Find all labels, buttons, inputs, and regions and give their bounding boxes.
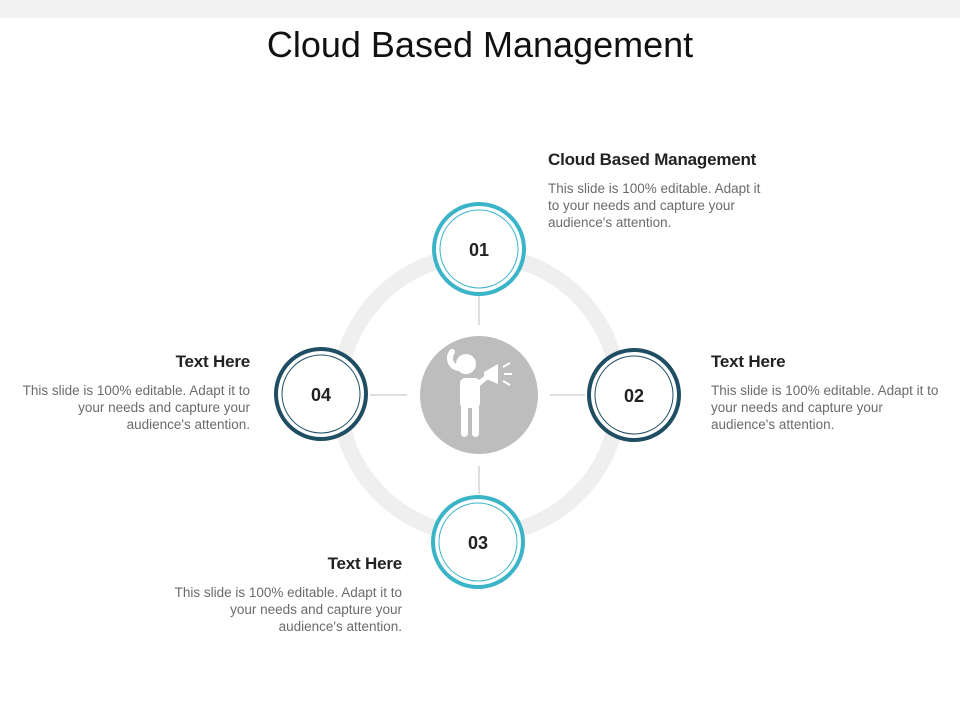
node-03-label: 03	[468, 533, 488, 553]
text-block-01: Cloud Based Management This slide is 100…	[548, 150, 798, 231]
top-band	[0, 0, 960, 18]
text-block-02-heading: Text Here	[711, 352, 786, 371]
text-block-04: Text Here This slide is 100% editable. A…	[22, 352, 251, 433]
text-block-04-heading: Text Here	[175, 352, 251, 371]
node-03: 03	[431, 495, 525, 589]
node-01-label: 01	[469, 240, 489, 260]
text-block-01-body: This slide is 100% editable. Adapt it to…	[548, 181, 761, 230]
node-04: 04	[274, 347, 368, 441]
node-04-label: 04	[311, 385, 331, 405]
text-block-02: Text Here This slide is 100% editable. A…	[711, 352, 939, 433]
text-block-03-body: This slide is 100% editable. Adapt it to…	[174, 585, 402, 634]
node-03-inner-ring	[438, 502, 518, 582]
text-block-01-heading: Cloud Based Management	[548, 150, 757, 169]
person-megaphone-icon	[447, 349, 512, 437]
text-block-03-heading: Text Here	[327, 554, 403, 573]
node-02: 02	[587, 348, 681, 442]
node-02-label: 02	[624, 386, 644, 406]
node-01: 01	[432, 202, 526, 296]
node-02-inner-ring	[594, 355, 674, 435]
text-block-03: Text Here This slide is 100% editable. A…	[174, 554, 403, 635]
node-01-inner-ring	[439, 209, 519, 289]
node-04-inner-ring	[281, 354, 361, 434]
slide-title: Cloud Based Management	[266, 24, 694, 65]
text-block-04-body: This slide is 100% editable. Adapt it to…	[22, 383, 250, 432]
text-block-02-body: This slide is 100% editable. Adapt it to…	[711, 383, 939, 432]
